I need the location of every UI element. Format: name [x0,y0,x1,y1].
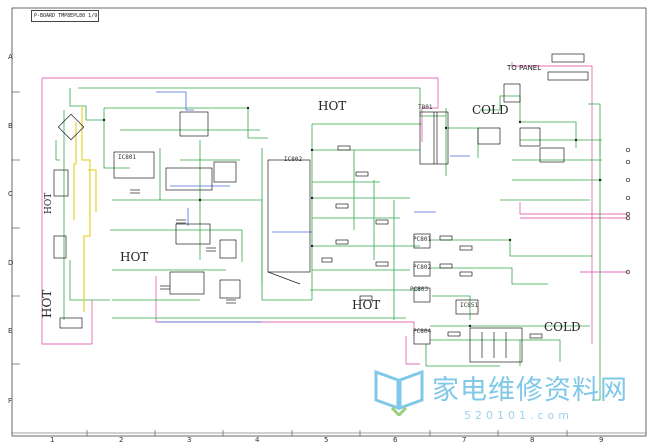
components [53,53,631,363]
row-label-d: D [8,259,14,267]
row-label-f: F [8,397,13,405]
row-label-e: E [8,327,13,335]
blue-wiring [156,91,470,323]
green-wiring [55,87,602,401]
column-label-2: 2 [119,436,124,444]
zone-cold-bottom: COLD [544,320,581,334]
watermark-chinese-text: 家电维修资料网 [432,375,628,406]
isolation-boundary [41,62,628,365]
to-panel-label: TO PANEL [507,64,542,72]
pc801-label: PC801 [413,236,432,243]
sheet-border [11,7,647,437]
column-ticks [86,430,568,436]
watermark-logo [374,369,424,416]
column-label-3: 3 [187,436,192,444]
zone-hot-bottom: HOT [352,298,381,312]
row-label-b: B [8,122,13,130]
junctions [102,106,602,328]
column-label-4: 4 [255,436,260,444]
t801-label: T801 [418,104,433,111]
ic802-label: IC802 [284,156,303,163]
mains-wiring [73,106,97,312]
column-label-1: 1 [50,436,55,444]
column-label-7: 7 [462,436,467,444]
pc803-label: PC803 [410,286,429,293]
zone-hot-top: HOT [318,99,347,113]
ic801-label: IC801 [118,154,137,161]
title-block: P-BOARD TMP8EPL80 1/9 [31,10,99,22]
zone-hot-left-vertical: HOT [40,289,54,318]
zone-hot-left: HOT [120,250,149,264]
pc804-label: PC804 [413,328,432,335]
ic851-label: IC851 [460,302,479,309]
column-label-9: 9 [599,436,604,444]
row-label-c: C [8,190,13,198]
watermark-url: 520101.com [464,409,573,422]
column-label-5: 5 [324,436,329,444]
row-label-a: A [8,53,13,61]
column-label-8: 8 [530,436,535,444]
column-label-6: 6 [393,436,398,444]
zone-cold-top: COLD [472,103,509,117]
zone-hot-vertical-2: HOT [44,192,54,214]
row-ticks [12,91,20,365]
pc802-label: PC802 [413,264,432,271]
